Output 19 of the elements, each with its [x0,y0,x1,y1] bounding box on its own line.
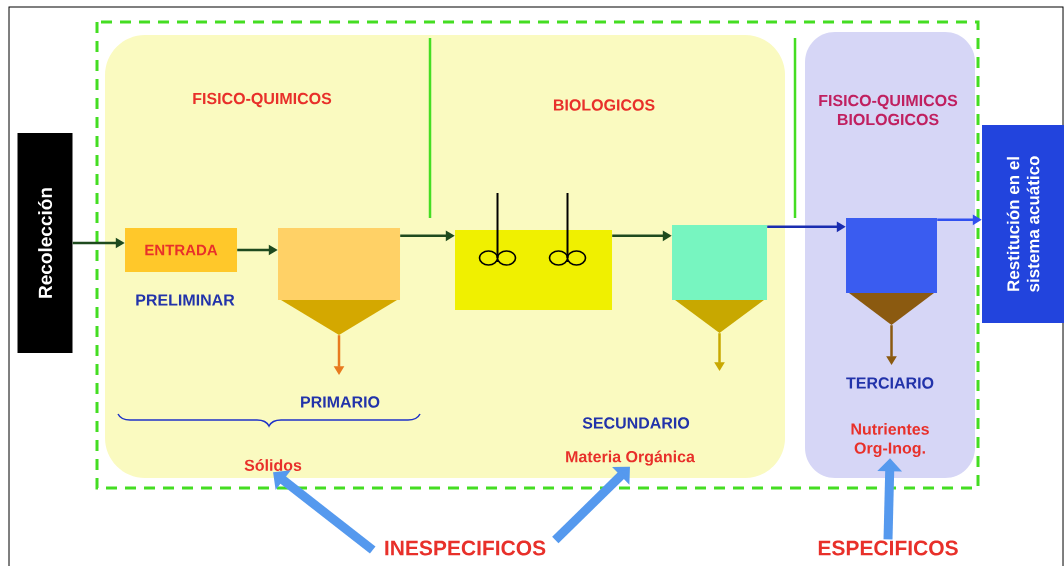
label-box: Restitución en el sistema acuático [982,125,1064,323]
stage-label: PRIMARIO [301,396,380,408]
category-label: INESPECIFICOS [385,540,546,556]
arrow [273,470,376,554]
section-heading: FISICO-QUIMICOS [193,92,332,108]
process-box: ENTRADA [125,228,237,272]
section-heading: FISICO-QUIMICOS BIOLOGICOS [819,94,958,126]
stage-label: PRELIMINAR [136,294,235,306]
section-heading: BIOLOGICOS [553,99,655,111]
settling-tank [672,225,767,333]
result-label: Nutrientes Org-Inog. [851,423,929,457]
arrow [552,466,630,544]
aeration-tank [455,192,612,310]
result-label: Materia Orgánica [566,450,695,466]
label-box: Recolección [17,133,73,353]
stage-label: SECUNDARIO [582,417,690,429]
result-label: Sólidos [244,459,302,471]
stage-label: TERCIARIO [846,377,934,389]
category-label: ESPECIFICOS [818,540,958,556]
